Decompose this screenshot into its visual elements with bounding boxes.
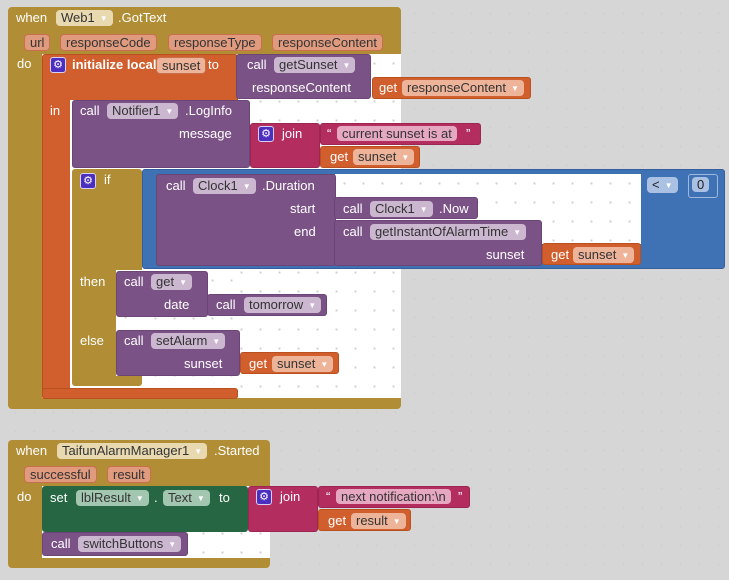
text-field-current-sunset[interactable]: current sunset is at	[337, 126, 457, 141]
var-dropdown-result[interactable]: result▼	[351, 513, 406, 529]
call-label: call	[80, 103, 100, 118]
number-field[interactable]: 0	[692, 177, 710, 192]
dropdown-arrow-icon: ▼	[511, 84, 519, 93]
var-dropdown-sunset[interactable]: sunset▼	[272, 356, 334, 372]
component-dropdown-clock1[interactable]: Clock1▼	[193, 178, 256, 194]
dropdown-arrow-icon: ▼	[342, 61, 351, 70]
local-var-name-field[interactable]: sunset	[156, 57, 207, 74]
open-quote: “	[327, 126, 332, 141]
arg-label-sunset: sunset	[486, 247, 525, 262]
dropdown-arrow-icon: ▼	[194, 447, 203, 456]
dropdown-arrow-icon: ▼	[168, 540, 177, 549]
close-quote: ”	[458, 489, 463, 504]
var-dropdown-responseContent[interactable]: responseContent▼	[402, 80, 524, 96]
init-bottom	[42, 388, 238, 399]
param-result[interactable]: result	[107, 466, 151, 483]
call-label: call	[247, 57, 267, 72]
call-label: call	[216, 297, 236, 312]
arg-label-start: start	[290, 201, 316, 216]
when-label: when	[16, 10, 48, 25]
dropdown-arrow-icon: ▼	[196, 494, 205, 503]
event-name: .GotText	[118, 10, 167, 25]
initialize-label: initialize local	[72, 57, 157, 72]
dropdown-arrow-icon: ▼	[419, 205, 428, 214]
procedure-dropdown-tomorrow[interactable]: tomorrow▼	[244, 297, 322, 313]
mutator-gear-icon[interactable]: ⚙	[80, 173, 96, 189]
call-label: call	[51, 536, 71, 551]
mutator-gear-icon[interactable]: ⚙	[256, 489, 272, 505]
component-dropdown-lblResult[interactable]: lblResult▼	[76, 490, 149, 506]
mutator-gear-icon[interactable]: ⚙	[50, 57, 66, 73]
call-label: call	[343, 201, 363, 216]
get-label: get	[379, 80, 398, 95]
param-successful[interactable]: successful	[24, 466, 97, 483]
procedure-dropdown-switchButtons[interactable]: switchButtons▼	[78, 536, 182, 552]
arg-label-sunset: sunset	[184, 356, 223, 371]
dropdown-arrow-icon: ▼	[242, 182, 251, 191]
dropdown-arrow-icon: ▼	[135, 494, 144, 503]
arg-label-responseContent: responseContent	[252, 80, 352, 95]
component-dropdown-taifun[interactable]: TaifunAlarmManager1▼	[57, 443, 208, 459]
event-name: .Started	[214, 443, 260, 458]
param-responseContent[interactable]: responseContent	[272, 34, 384, 51]
method-loginfo: .LogInfo	[185, 103, 232, 118]
do-label: do	[17, 56, 32, 71]
do-label: do	[17, 489, 32, 504]
set-label: set	[50, 490, 68, 505]
dropdown-arrow-icon: ▼	[212, 337, 221, 346]
dropdown-arrow-icon: ▼	[179, 278, 187, 287]
in-label: in	[50, 103, 61, 118]
procedure-dropdown-setAlarm[interactable]: setAlarm▼	[151, 333, 226, 349]
procedure-dropdown-getSunset[interactable]: getSunset▼	[274, 57, 356, 73]
arg-label-end: end	[294, 224, 316, 239]
component-dropdown-notifier1[interactable]: Notifier1▼	[107, 103, 179, 119]
if-label: if	[104, 172, 111, 187]
dropdown-arrow-icon: ▼	[513, 228, 522, 237]
dropdown-arrow-icon: ▼	[392, 517, 401, 526]
dropdown-arrow-icon: ▼	[401, 153, 410, 162]
call-label: call	[124, 274, 144, 289]
procedure-dropdown-get[interactable]: get▼	[151, 274, 192, 290]
param-url[interactable]: url	[24, 34, 51, 51]
mutator-gear-icon[interactable]: ⚙	[258, 126, 274, 142]
get-label: get	[330, 149, 349, 164]
dot-label: .	[154, 490, 158, 505]
compare-operator-dropdown[interactable]: <▼	[647, 177, 678, 193]
property-dropdown-text[interactable]: Text▼	[163, 490, 210, 506]
call-label: call	[343, 224, 363, 239]
var-dropdown-sunset[interactable]: sunset▼	[573, 247, 635, 263]
get-label: get	[551, 247, 570, 262]
method-now: .Now	[439, 201, 469, 216]
arg-label-date: date	[164, 297, 190, 312]
when-label: when	[16, 443, 48, 458]
open-quote: “	[326, 489, 331, 504]
to-label: to	[219, 490, 230, 505]
call-label: call	[124, 333, 144, 348]
dropdown-arrow-icon: ▼	[308, 301, 317, 310]
component-dropdown-web1[interactable]: Web1▼	[56, 10, 113, 26]
dropdown-arrow-icon: ▼	[320, 360, 329, 369]
dropdown-arrow-icon: ▼	[621, 251, 630, 260]
close-quote: ”	[466, 126, 471, 141]
method-duration: .Duration	[262, 178, 315, 193]
dropdown-arrow-icon: ▼	[165, 107, 174, 116]
arg-label-message: message	[179, 126, 232, 141]
dropdown-arrow-icon: ▼	[99, 14, 108, 23]
then-label: then	[80, 274, 106, 289]
text-field-next-notification[interactable]: next notification:\n	[336, 489, 451, 504]
call-label: call	[166, 178, 186, 193]
else-label: else	[80, 333, 104, 348]
component-dropdown-clock1-now[interactable]: Clock1▼	[370, 201, 433, 217]
procedure-dropdown-getInstantOfAlarmTime[interactable]: getInstantOfAlarmTime▼	[370, 224, 527, 240]
join-label: join	[280, 489, 301, 504]
to-label: to	[208, 57, 219, 72]
join-label: join	[282, 126, 303, 141]
get-label: get	[328, 513, 347, 528]
join-block[interactable]	[250, 123, 320, 168]
dropdown-arrow-icon: ▼	[664, 181, 673, 190]
var-dropdown-sunset[interactable]: sunset▼	[353, 149, 415, 165]
param-responseType[interactable]: responseType	[168, 34, 262, 51]
param-responseCode[interactable]: responseCode	[60, 34, 157, 51]
get-label: get	[249, 356, 268, 371]
